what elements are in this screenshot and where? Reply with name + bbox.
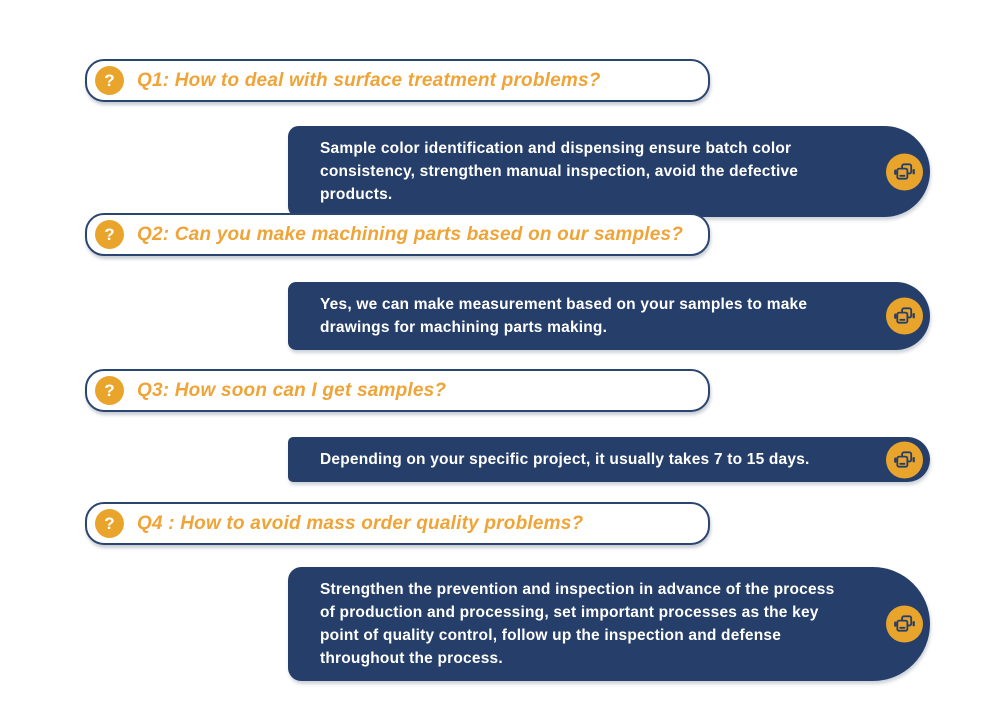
faq-question-text: Q4 : How to avoid mass order quality pro… [137, 512, 584, 534]
faq-question-text: Q3: How soon can I get samples? [137, 379, 447, 401]
faq-answer-text: Depending on your specific project, it u… [320, 451, 810, 468]
question-mark-icon: ? [95, 376, 124, 405]
screens-copy-icon [886, 605, 923, 643]
question-mark-icon: ? [95, 220, 124, 249]
faq-answer-2: Yes, we can make measurement based on yo… [288, 282, 930, 350]
faq-question-4: ? Q4 : How to avoid mass order quality p… [85, 502, 710, 545]
faq-question-text: Q1: How to deal with surface treatment p… [137, 69, 601, 91]
question-mark-icon: ? [95, 66, 124, 95]
screens-copy-icon [886, 297, 923, 335]
faq-question-2: ? Q2: Can you make machining parts based… [85, 213, 710, 256]
screens-copy-icon [886, 441, 923, 478]
faq-answer-1: Sample color identification and dispensi… [288, 126, 930, 217]
screens-copy-icon [886, 153, 923, 190]
faq-question-3: ? Q3: How soon can I get samples? [85, 369, 710, 412]
faq-question-1: ? Q1: How to deal with surface treatment… [85, 59, 710, 102]
faq-answer-3: Depending on your specific project, it u… [288, 437, 930, 482]
faq-question-text: Q2: Can you make machining parts based o… [137, 223, 684, 245]
faq-answer-text: Yes, we can make measurement based on yo… [320, 296, 808, 336]
faq-answer-text: Strengthen the prevention and inspection… [320, 581, 835, 667]
faq-answer-text: Sample color identification and dispensi… [320, 140, 799, 203]
question-mark-icon: ? [95, 509, 124, 538]
faq-answer-4: Strengthen the prevention and inspection… [288, 567, 930, 681]
